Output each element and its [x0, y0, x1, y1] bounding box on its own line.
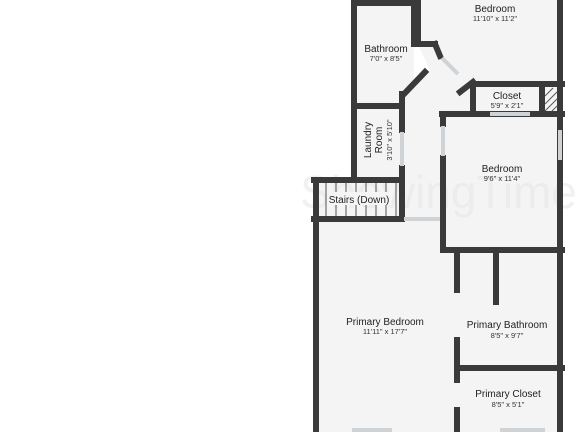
walls	[311, 0, 565, 432]
bedroom-mid-name: Bedroom	[482, 164, 523, 175]
bathroom-name: Bathroom	[364, 44, 407, 55]
door-hall-diag	[440, 56, 460, 76]
hatch-line	[551, 105, 558, 112]
primary-bathroom-name: Primary Bathroom	[467, 320, 548, 331]
bedroom-top-name: Bedroom	[475, 4, 516, 15]
hatch-line	[544, 98, 558, 112]
hatch-line	[544, 91, 558, 105]
stairs-name: Stairs (Down)	[329, 195, 390, 206]
laundry-name-line1: Laundry	[363, 122, 374, 158]
stairs-label-bg	[327, 192, 391, 205]
primary-bedroom-floor	[316, 218, 458, 432]
laundry-label: Laundry Room 3'10" x 5'10"	[363, 119, 394, 160]
wall-bath-hall-diag2	[399, 67, 430, 99]
primary-closet-name: Primary Closet	[475, 389, 541, 400]
primary-bedroom-name: Primary Bedroom	[346, 317, 424, 328]
hatch-line	[544, 87, 554, 97]
primary-closet-dims: 8'5" x 5'1"	[492, 400, 525, 409]
bathroom-dims: 7'0" x 8'5"	[370, 54, 403, 63]
closet-name: Closet	[493, 91, 522, 102]
primary-bedroom-dims: 11'11" x 17'7"	[363, 327, 408, 336]
openings	[352, 56, 562, 432]
laundry-name-line2: Room	[374, 127, 385, 154]
bedroom-top-floor	[418, 0, 560, 82]
floor-fills	[316, 0, 560, 432]
primary-bathroom-dims: 8'5" x 9'7"	[491, 331, 524, 340]
hall-floor	[402, 44, 473, 218]
laundry-dims: 3'10" x 5'10"	[385, 119, 394, 160]
room-labels: Bedroom 11'10" x 11'2" Bathroom 7'0" x 8…	[327, 4, 547, 409]
primary-closet-floor	[458, 369, 560, 432]
closet-hatch	[544, 87, 558, 112]
bedroom-mid-floor	[445, 115, 560, 250]
laundry-floor	[357, 106, 400, 178]
bedroom-mid-dims: 9'6" x 11'4"	[484, 174, 521, 183]
wall-bath-diag	[431, 40, 444, 60]
bedroom-top-dims: 11'10" x 11'2"	[473, 14, 518, 23]
closet-dims: 5'9" x 2'1"	[491, 101, 524, 110]
primary-bathroom-floor	[458, 252, 560, 367]
